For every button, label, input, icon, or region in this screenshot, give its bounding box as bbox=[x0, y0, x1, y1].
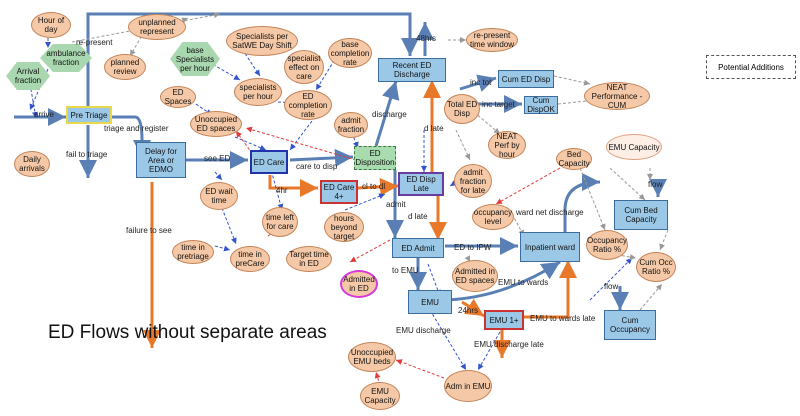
stock-recent-ed-discharge: Recent ED Discharge bbox=[378, 58, 446, 82]
node-total-ed-disp: Total ED Disp bbox=[444, 94, 480, 124]
stock-emu-1: EMU 1+ bbox=[484, 310, 524, 330]
label-4hr: 4hr bbox=[276, 186, 288, 195]
node-admit-fraction: admit fraction bbox=[334, 112, 368, 138]
stock-ed-disposition: ED Disposition bbox=[354, 146, 396, 170]
node-planned-review: planned review bbox=[104, 54, 146, 80]
label-emu-discharge: EMU discharge bbox=[396, 326, 451, 335]
node-time-precare: time in preCare bbox=[230, 246, 270, 272]
node-neat-hour: NEAT Perf by hour bbox=[488, 131, 526, 159]
node-emu-capacity-top: EMU Capacity bbox=[606, 134, 662, 160]
label-admit: admit bbox=[386, 200, 406, 209]
label-inc-target: inc target bbox=[482, 100, 515, 109]
node-represent-window: re-present time window bbox=[466, 28, 518, 52]
label-emu-discharge-late: EMU discharge late bbox=[474, 340, 544, 349]
node-target-time: Target time in ED bbox=[286, 246, 332, 272]
label-48hrs: 48hrs bbox=[416, 34, 437, 43]
label-d-late-2: d late bbox=[408, 212, 428, 221]
node-ed-completion-rate: ED completion rate bbox=[284, 90, 332, 120]
label-flow-1: flow bbox=[648, 180, 663, 189]
legend-box: Potential Additions bbox=[706, 55, 796, 79]
stock-cum-ed-disp: Cum ED Disp bbox=[498, 70, 554, 88]
stock-ed-disp-late: ED Disp Late bbox=[398, 172, 444, 196]
stock-emu: EMU bbox=[408, 290, 452, 314]
node-ed-spaces: ED Spaces bbox=[160, 86, 196, 108]
node-occupancy-level: occupancy level bbox=[472, 204, 514, 230]
label-emu-to-wards-late: EMU to wards late bbox=[530, 314, 596, 323]
node-specialists-satwe: Specialists per SatWE Day Shift bbox=[226, 26, 298, 56]
label-to-emu: to EMU bbox=[392, 266, 419, 275]
node-cum-occ-ratio: Cum Occ Ratio % bbox=[636, 252, 676, 282]
label-flow-2: flow bbox=[604, 282, 619, 291]
label-care-to-disp: care to disp bbox=[296, 162, 338, 171]
stock-cum-occupancy: Cum Occupancy bbox=[604, 310, 656, 340]
stock-pre-triage: Pre Triage bbox=[66, 106, 112, 124]
node-daily-arrivals: Daily arrivals bbox=[14, 151, 50, 177]
node-specialist-effect: specialist effect on care bbox=[284, 50, 324, 84]
node-time-left-care: time left for care bbox=[262, 207, 298, 237]
red-links bbox=[235, 126, 561, 401]
node-admitted-ed: Admitted in ED bbox=[340, 270, 378, 298]
label-d-late: d late bbox=[424, 124, 444, 133]
stock-cum-bed-capacity: Cum Bed Capacity bbox=[614, 200, 668, 230]
node-adm-in-emu: Adm in EMU bbox=[444, 370, 492, 402]
node-unoccupied-emu: Unoccupied EMU beds bbox=[348, 342, 396, 372]
node-specialists-per-hour: specialists per hour bbox=[234, 78, 282, 106]
node-bed-capacity: Bed Capacity bbox=[556, 148, 592, 170]
node-admit-late: admit fraction for late bbox=[454, 164, 492, 198]
label-ward-net: ward net discharge bbox=[516, 208, 584, 217]
stock-cum-dispok: Cum DispOK bbox=[524, 96, 558, 114]
node-ed-wait-time: ED wait time bbox=[200, 182, 238, 210]
label-cl-to-dl: cl to dl bbox=[362, 182, 386, 191]
node-occupancy-ratio: Occupancy Ratio % bbox=[586, 230, 628, 260]
stock-delay-for-area: Delay for Area or EDMO bbox=[136, 142, 186, 178]
node-neat-cum: NEAT Performance - CUM bbox=[584, 82, 650, 110]
label-24hrs: 24hrs bbox=[458, 306, 479, 315]
label-emu-to-wards: EMU to wards bbox=[498, 278, 549, 287]
node-hour-of-day: Hour of day bbox=[31, 12, 71, 38]
node-base-completion: base completion rate bbox=[328, 38, 372, 68]
label-failure-see: failure to see bbox=[126, 226, 172, 235]
label-inc-tot: inc tot bbox=[470, 78, 492, 87]
label-see-ed: see ED bbox=[204, 154, 231, 163]
node-unoccupied-ed: Unoccupied ED spaces bbox=[190, 111, 242, 137]
stock-inpatient-ward: Inpatient ward bbox=[520, 232, 580, 262]
stock-ed-admit: ED Admit bbox=[392, 238, 444, 258]
diagram-title: ED Flows without separate areas bbox=[48, 322, 327, 343]
node-hours-beyond: hours beyond target bbox=[324, 212, 364, 242]
node-admitted-ed-spaces: Admitted in ED spaces bbox=[452, 260, 498, 292]
label-re-present: re-present bbox=[76, 38, 113, 47]
label-discharge: discharge bbox=[372, 110, 407, 119]
orange-flow-lines bbox=[143, 80, 577, 358]
stock-ed-care-4: ED Care 4+ bbox=[320, 180, 358, 204]
stock-ed-care: ED Care bbox=[250, 150, 288, 174]
label-ed-to-ipw: ED to IPW bbox=[454, 243, 492, 252]
label-fail-triage: fail to triage bbox=[66, 150, 108, 159]
node-emu-capacity: EMU Capacity bbox=[360, 382, 400, 410]
node-time-pretriage: time in pretriage bbox=[172, 240, 214, 264]
label-arrive: arrive bbox=[34, 110, 55, 119]
label-triage-register: triage and register bbox=[104, 124, 169, 133]
node-unplanned-represent: unplanned represent bbox=[128, 14, 186, 40]
